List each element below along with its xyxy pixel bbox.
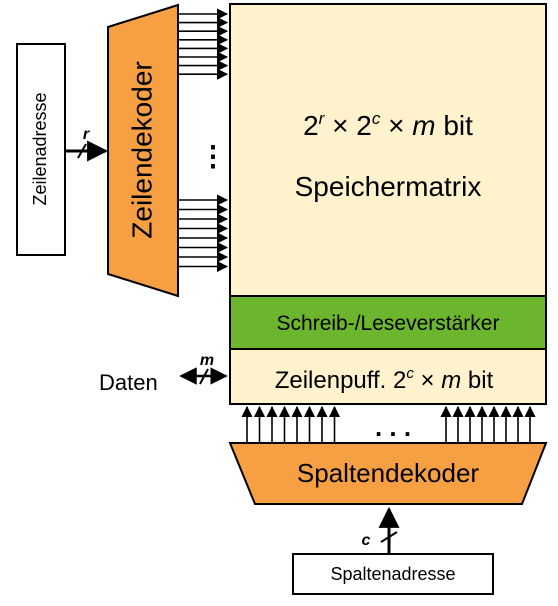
row-address-label: Zeilenadresse bbox=[30, 92, 50, 205]
sense-amplifier bbox=[229, 295, 547, 350]
memory-matrix bbox=[229, 3, 547, 297]
column-decoder-label: Spaltendekoder bbox=[297, 458, 479, 488]
row-ellipsis: ⋮ bbox=[199, 140, 227, 171]
column-decoder-shape bbox=[228, 442, 548, 505]
row-address-bus-slash bbox=[77, 143, 87, 159]
row-buffer bbox=[229, 348, 547, 405]
row-decoder-shape bbox=[107, 3, 179, 298]
row-select-lines bbox=[179, 8, 229, 273]
row-address-bus-width: r bbox=[83, 126, 90, 143]
row-decoder-label: Zeilendekoder bbox=[126, 61, 157, 238]
column-ellipsis: . . . bbox=[375, 412, 411, 442]
column-address-bus-slash bbox=[380, 531, 398, 543]
row-address-box bbox=[16, 43, 66, 256]
matrix-formula: 2r × 2c × m bit bbox=[303, 109, 473, 141]
matrix-label: Speichermatrix bbox=[295, 171, 482, 202]
column-select-lines bbox=[241, 405, 536, 443]
sense-amplifier-label: Schreib-/Leseverstärker bbox=[277, 312, 500, 335]
column-address-box bbox=[292, 553, 494, 595]
data-bus-width: m bbox=[200, 352, 214, 369]
column-address-label: Spaltenadresse bbox=[330, 564, 455, 584]
data-bus-slash bbox=[199, 368, 209, 385]
data-label: Daten bbox=[99, 370, 158, 395]
column-address-bus-width: c bbox=[362, 532, 371, 549]
row-buffer-label: Zeilenpuff. 2c × m bit bbox=[275, 365, 494, 394]
